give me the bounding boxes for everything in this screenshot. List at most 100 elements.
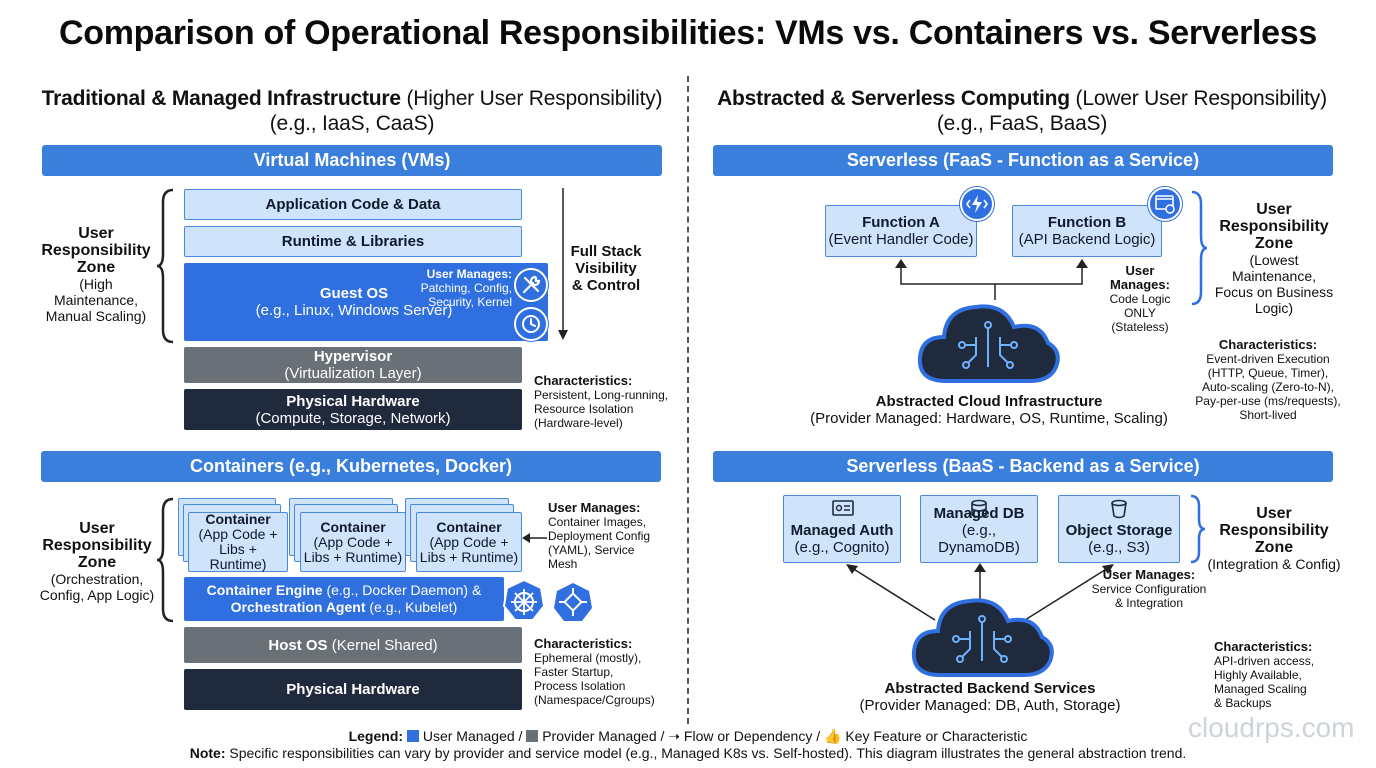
faas-chars-l1: Event-driven Execution — [1206, 352, 1330, 366]
baas-um-heading: User Manages: — [1102, 567, 1196, 582]
faas-band: Serverless (FaaS - Function as a Service… — [713, 145, 1333, 176]
left-heading-rest: (Higher User Responsibility) — [400, 87, 663, 110]
right-heading-rest: (Lower User Responsibility) — [1069, 87, 1328, 110]
managed-db-title: Managed DB — [933, 505, 1025, 522]
backend-cloud-icon — [911, 598, 1054, 677]
user-managed-swatch — [406, 730, 419, 742]
baas-user-zone: User Responsibility Zone (Integration & … — [1206, 505, 1342, 572]
cont-zone-l2: Config, App Logic) — [39, 587, 155, 603]
vm-chars-l3: (Hardware-level) — [534, 416, 623, 430]
vm-characteristics: Characteristics: Persistent, Long-runnin… — [534, 373, 684, 431]
vm-zone-h3: Zone — [76, 259, 116, 276]
provider-managed-swatch — [526, 730, 539, 742]
baas-zone-h2: Responsibility Zone — [1219, 522, 1329, 556]
legend-label: Legend: — [348, 728, 404, 744]
baas-flow-arrows-icon — [846, 563, 1114, 621]
container-2-l1: (App Code + — [313, 533, 393, 550]
faas-flow-arrows-icon — [895, 259, 1088, 300]
container-3-l2: Libs + Runtime) — [419, 548, 519, 565]
baas-chars-heading: Characteristics: — [1214, 639, 1313, 654]
cont-um-l2: Deployment Config — [548, 529, 651, 543]
baas-cloud-label: Abstracted Backend Services (Provider Ma… — [820, 680, 1160, 714]
faas-zone-brace-icon — [1191, 190, 1208, 306]
guest-os-title: Guest OS — [319, 285, 389, 302]
faas-cloud-label: Abstracted Cloud Infrastructure (Provide… — [800, 393, 1178, 427]
cont-um-l3: (YAML), Service — [548, 543, 635, 557]
container-1: Container (App Code + Libs + Runtime) — [188, 512, 288, 572]
vm-zone-l2: Manual Scaling) — [45, 308, 147, 324]
managed-auth-sub: (e.g., Cognito) — [794, 539, 890, 556]
container-3-l1: (App Code + — [429, 533, 509, 550]
center-divider — [687, 76, 689, 724]
host-os-bold: Host OS — [268, 636, 328, 654]
fullstack-l2: Visibility — [575, 260, 637, 277]
cont-zone-h1: User — [79, 520, 115, 537]
right-heading-line2: (e.g., FaaS, BaaS) — [936, 112, 1108, 135]
engine-bold-1: Container Engine — [206, 582, 323, 598]
hypervisor-title: Hypervisor — [313, 348, 393, 365]
host-os-rest: (Kernel Shared) — [327, 636, 438, 654]
cluster-node-icon — [553, 582, 593, 622]
cont-zone-h2: Responsibility — [42, 537, 152, 554]
object-storage-title: Object Storage — [1065, 522, 1173, 539]
faas-user-zone: User Responsibility Zone (Lowest Mainten… — [1208, 201, 1340, 316]
vm-hardware-sub: (Compute, Storage, Network) — [255, 409, 451, 427]
vm-user-manages-heading: User Manages: — [426, 267, 512, 281]
container-2-title: Container — [320, 518, 386, 535]
vm-user-manages-l2: Security, Kernel — [428, 295, 512, 309]
baas-zone-l1: (Integration & Config) — [1207, 556, 1341, 572]
faas-zone-l1: (Lowest Maintenance, — [1231, 252, 1317, 284]
wrench-screwdriver-icon — [514, 268, 548, 302]
note-text: Specific responsibilities can vary by pr… — [225, 745, 1187, 761]
baas-chars-l1: API-driven access, — [1214, 654, 1315, 668]
vm-user-manages-l1: Patching, Config, — [420, 281, 512, 295]
baas-um-l1: Service Configuration — [1091, 582, 1207, 596]
clock-icon — [514, 307, 548, 341]
guest-os-sub: (e.g., Linux, Windows Server) — [255, 302, 453, 319]
vm-band: Virtual Machines (VMs) — [42, 145, 662, 176]
baas-um-l2: & Integration — [1114, 596, 1184, 610]
faas-chars-l5: Short-lived — [1239, 408, 1297, 422]
left-heading-line2: (e.g., IaaS, CaaS) — [269, 112, 435, 135]
faas-zone-h3: Zone — [1254, 235, 1294, 252]
vm-app-code-layer: Application Code & Data — [184, 189, 522, 220]
baas-characteristics: Characteristics: API-driven access, High… — [1214, 639, 1344, 711]
baas-band: Serverless (BaaS - Backend as a Service) — [713, 451, 1333, 482]
baas-zone-brace-icon — [1190, 494, 1206, 564]
vm-user-zone: User Responsibility Zone (High Maintenan… — [36, 225, 156, 324]
vm-runtime-layer: Runtime & Libraries — [184, 226, 522, 257]
cont-chars-l1: Ephemeral (mostly), — [534, 651, 642, 665]
container-1-l2: Libs + Runtime) — [209, 541, 267, 572]
function-b-sub: (API Backend Logic) — [1018, 231, 1156, 248]
host-os-layer: Host OS (Kernel Shared) — [184, 627, 522, 663]
baas-chars-l2: Highly Available, — [1214, 668, 1302, 682]
fullstack-l3: & Control — [571, 277, 641, 294]
cont-chars-heading: Characteristics: — [534, 636, 633, 651]
faas-zone-h1: User — [1256, 201, 1292, 218]
managed-auth-box: Managed Auth (e.g., Cognito) — [783, 495, 901, 563]
vm-hardware-layer: Physical Hardware (Compute, Storage, Net… — [184, 389, 522, 430]
faas-cloud-sub: (Provider Managed: Hardware, OS, Runtime… — [810, 410, 1168, 427]
object-storage-box: Object Storage (e.g., S3) — [1058, 495, 1180, 563]
vm-zone-h1: User — [78, 225, 114, 242]
vm-guest-os-layer: Guest OS (e.g., Linux, Windows Server) U… — [184, 263, 548, 341]
faas-um-heading: User Manages: — [1110, 263, 1170, 292]
vm-zone-brace-icon — [156, 188, 174, 344]
engine-bold-2: Orchestration Agent — [230, 599, 366, 615]
right-heading-bold: Abstracted & Serverless Computing — [717, 87, 1070, 110]
vm-chars-l2: Resource Isolation — [534, 402, 634, 416]
function-b-box: Function B (API Backend Logic) — [1012, 205, 1162, 257]
vm-chars-l1: Persistent, Long-running, — [534, 388, 669, 402]
thumbs-up-icon: 👍 — [824, 728, 842, 744]
legend-flow: Flow or Dependency / — [683, 728, 821, 744]
vm-zone-l1: (High Maintenance, — [53, 276, 139, 308]
faas-zone-l3: Logic) — [1254, 300, 1294, 316]
container-1-l1: (App Code + — [198, 526, 278, 542]
faas-characteristics: Characteristics: Event-driven Execution … — [1188, 338, 1348, 423]
note-label: Note: — [189, 745, 226, 761]
vm-chars-heading: Characteristics: — [534, 373, 633, 388]
object-storage-sub: (e.g., S3) — [1088, 539, 1150, 556]
cont-chars-l4: (Namespace/Cgroups) — [534, 693, 655, 707]
cont-um-l1: Container Images, — [548, 515, 647, 529]
faas-user-manages: User Manages: Code Logic ONLY (Stateless… — [1094, 263, 1186, 335]
